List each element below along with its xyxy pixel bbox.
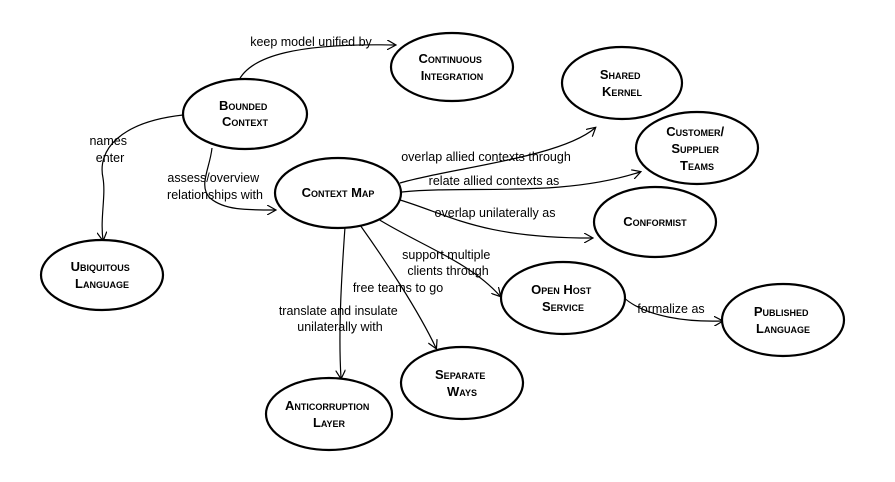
node-shared-kernel-label: Shared Kernel [600,67,644,99]
node-customer-supplier-teams-label: Customer/ Supplier Teams [666,124,727,173]
node-open-host-service-label: Open Host Service [531,282,595,314]
node-bounded-context: Bounded Context [181,77,309,151]
edge-label-relate-allied: relate allied contexts as [429,174,560,188]
edge-label-formalize-as: formalize as [637,302,704,316]
edge-label-support-multiple-clients: support multiple clients through [402,248,494,278]
node-bounded-context-label: Bounded Context [219,98,271,129]
node-separate-ways: Separate Ways [399,345,525,421]
node-customer-supplier-teams: Customer/ Supplier Teams [634,110,760,186]
edge-translate-insulate: translate and insulate unilaterally with [279,226,401,378]
node-continuous-integration-label: Continuous Integration [418,51,485,83]
node-ubiquitous-language-label: Ubiquitous Language [71,259,134,291]
edge-support-multiple-clients: support multiple clients through [377,218,500,296]
edge-label-translate-insulate: translate and insulate unilaterally with [279,304,401,334]
edge-label-keep-model-unified: keep model unified by [250,35,372,49]
node-conformist-label: Conformist [623,214,687,229]
edge-overlap-allied: overlap allied contexts through [399,128,595,184]
node-anticorruption-layer-label: Anticorruption Layer [285,398,373,430]
node-anticorruption-layer: Anticorruption Layer [264,376,394,452]
node-separate-ways-label: Separate Ways [435,367,489,399]
node-published-language: Published Language [720,282,846,358]
node-shared-kernel: Shared Kernel [560,45,684,121]
edge-label-names-enter: names enter [89,134,130,165]
node-context-map-label: Context Map [302,185,375,200]
edge-relate-allied: relate allied contexts as [401,172,640,193]
edge-free-teams: free teams to go [353,224,443,348]
node-open-host-service: Open Host Service [499,260,627,336]
node-conformist: Conformist [592,185,718,259]
node-context-map: Context Map [273,156,403,230]
edge-names-enter: names enter [89,114,184,240]
node-published-language-label: Published Language [754,304,812,336]
edge-label-overlap-unilaterally: overlap unilaterally as [435,206,556,220]
edge-assess-overview: assess/overview relationships with [167,147,275,210]
node-continuous-integration: Continuous Integration [389,31,515,103]
node-ubiquitous-language: Ubiquitous Language [39,238,165,312]
edge-formalize-as: formalize as [621,295,722,321]
edge-keep-model-unified: keep model unified by [237,35,395,83]
edge-overlap-unilaterally: overlap unilaterally as [399,199,592,238]
edge-label-assess-overview: assess/overview relationships with [167,171,263,202]
edge-label-free-teams: free teams to go [353,281,443,295]
edge-label-overlap-allied: overlap allied contexts through [401,150,571,164]
